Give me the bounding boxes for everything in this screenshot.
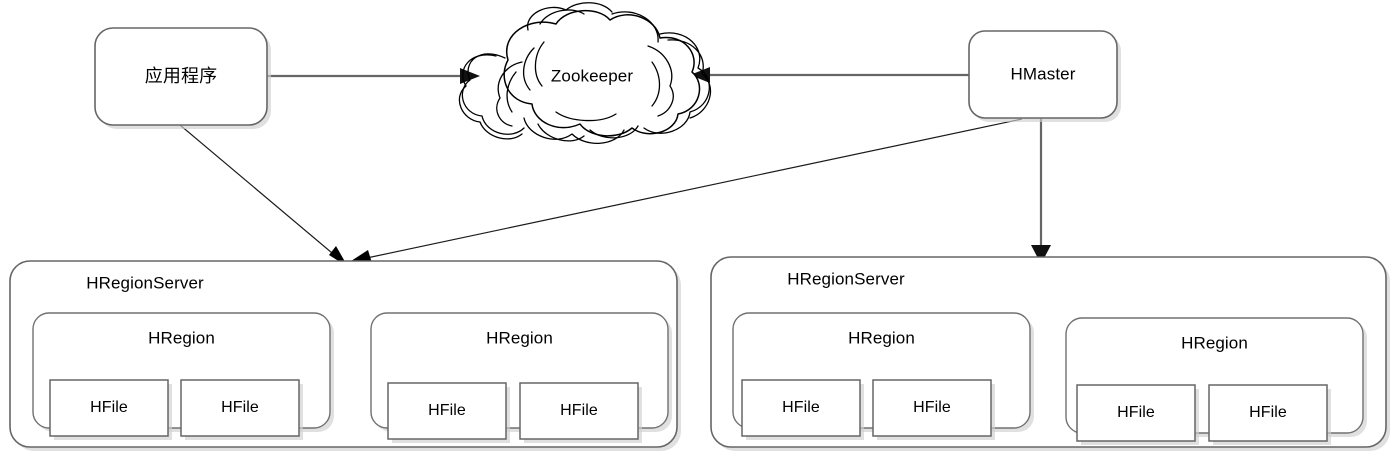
zookeeper-sketch-right-4 (651, 61, 661, 107)
region-server-2[interactable] (710, 256, 1390, 451)
zookeeper-sketch-left-3 (496, 61, 523, 127)
hfile-1-1-2-box[interactable] (180, 379, 300, 437)
zookeeper-sketch-left-4 (506, 71, 517, 113)
edge-hmaster-to-regionserver-1 (348, 118, 1023, 263)
hfile-1-2-2-box[interactable] (519, 382, 639, 440)
node-hmaster[interactable] (968, 30, 1121, 122)
edge-hmaster-to-regionserver-2 (1031, 118, 1051, 264)
hfile-2-1-2-box[interactable] (872, 379, 992, 437)
zookeeper-sketch-left-2 (458, 54, 523, 140)
zookeeper-sketch-right-2 (667, 39, 712, 119)
zookeeper-sketch-bottom-3 (589, 125, 639, 139)
zookeeper-sketch-right-1 (643, 32, 710, 134)
zookeeper-sketch-inner-2 (534, 41, 545, 87)
region-servers-group (9, 256, 1390, 451)
hfile-2-2-2-box[interactable] (1208, 384, 1328, 442)
hmaster-box (968, 30, 1118, 119)
zookeeper-cloud-body (503, 9, 701, 137)
hfile-1-2-1-box[interactable] (387, 382, 507, 440)
hfile-2-2-1-box[interactable] (1076, 384, 1196, 442)
application-box (94, 27, 268, 126)
zookeeper-sketch-top-2 (539, 9, 585, 25)
region-server-1[interactable] (9, 260, 681, 451)
hfile-2-1-1-box[interactable] (741, 379, 861, 437)
node-zookeeper[interactable] (458, 2, 712, 145)
zookeeper-sketch-bottom-4 (555, 111, 617, 122)
zookeeper-sketch-right-3 (647, 45, 674, 117)
zookeeper-sketch-inner-1 (523, 47, 535, 91)
edge-application-to-zookeeper (267, 68, 480, 84)
node-application[interactable] (94, 27, 271, 129)
edge-hmaster-to-zookeeper (690, 67, 969, 83)
zookeeper-sketch-bottom-1 (523, 117, 625, 145)
zookeeper-sketch-top-3 (611, 11, 659, 43)
zookeeper-sketch-bottom-2 (537, 123, 585, 142)
hfile-1-1-1-box[interactable] (49, 379, 169, 437)
